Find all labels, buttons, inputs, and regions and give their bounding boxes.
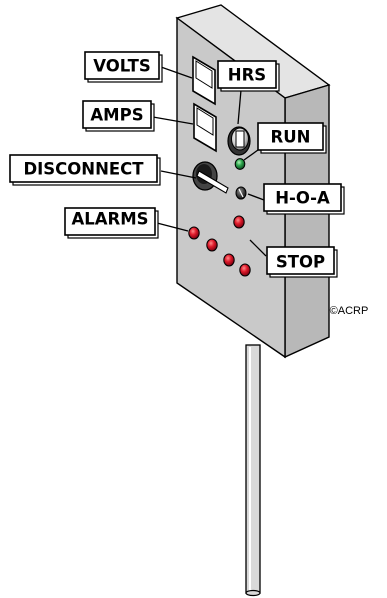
volts-meter [192, 55, 216, 106]
copyright-notice: ©ACRP [330, 305, 369, 317]
label-amps: AMPS [82, 100, 155, 132]
label-volts: VOLTS [84, 51, 163, 83]
label-stop: STOP [266, 246, 338, 278]
alarm-light [206, 238, 218, 252]
enclosure [175, 4, 331, 359]
label-alarms: ALARMS [64, 207, 159, 239]
hoa-selector [235, 186, 247, 200]
alarm-lights [188, 226, 251, 277]
label-hrs-text: HRS [228, 66, 266, 85]
alarm-light [188, 226, 200, 240]
support-pole [245, 344, 261, 597]
label-volts-text: VOLTS [93, 57, 150, 76]
label-run: RUN [257, 122, 327, 154]
alarm-light [239, 263, 251, 277]
label-amps-text: AMPS [90, 106, 143, 125]
label-stop-text: STOP [276, 253, 325, 272]
hour-meter-knob [227, 126, 251, 156]
run-light [234, 158, 246, 170]
label-hoa: H-O-A [263, 183, 345, 215]
label-disconnect-text: DISCONNECT [23, 160, 144, 179]
label-alarms-text: ALARMS [71, 210, 148, 229]
label-hoa-text: H-O-A [275, 189, 330, 208]
label-disconnect: DISCONNECT [9, 154, 161, 186]
amps-meter [193, 102, 217, 153]
label-run-text: RUN [271, 128, 311, 147]
disconnect-switch [192, 161, 229, 194]
leader-lines [152, 66, 267, 257]
stop-button [233, 215, 245, 229]
alarm-light [223, 253, 235, 267]
label-hrs: HRS [217, 60, 280, 92]
